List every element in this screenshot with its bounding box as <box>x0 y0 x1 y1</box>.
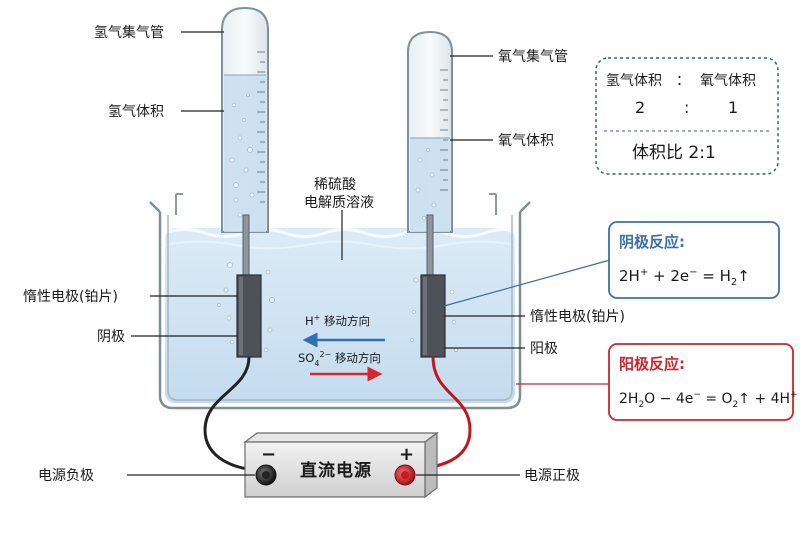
hydrogen-gas-level <box>224 75 266 232</box>
anode-equation: 2H2O − 4e− = O2↑ + 4H+ <box>619 390 798 410</box>
cathode-electrode <box>236 214 262 358</box>
cathode-leader <box>443 259 611 307</box>
ratio-summary: 体积比 2:1 <box>632 143 716 163</box>
label-ps-positive: 电源正极 <box>524 468 580 484</box>
ratio-colon: ： <box>676 73 690 89</box>
label-o2-tube: 氧气集气管 <box>498 48 568 65</box>
anode-box-title: 阳极反应: <box>619 355 685 373</box>
ratio-h2-label: 氢气体积 <box>606 73 662 89</box>
plus-sign: + <box>399 444 414 465</box>
label-inert-electrode-right: 惰性电极(铂片) <box>530 309 625 325</box>
ratio-colon-2: : <box>684 98 689 117</box>
cathode-equation: 2H+ + 2e− = H2↑ <box>619 267 750 288</box>
label-h2-tube: 氢气集气管 <box>94 24 164 41</box>
h-ion-label: H+ 移动方向 <box>305 313 370 328</box>
label-electrolyte-1: 稀硫酸 <box>314 177 356 193</box>
label-electrolyte-2: 电解质溶液 <box>304 195 374 211</box>
cathode-box-title: 阴极反应: <box>619 233 685 251</box>
minus-sign: − <box>261 444 276 465</box>
leader-lines <box>127 31 525 476</box>
ratio-o2-value: 1 <box>728 98 738 117</box>
volume-ratio-box: 氢气体积 ： 氧气体积 2 : 1 体积比 2:1 <box>595 57 779 175</box>
label-ps-negative: 电源负极 <box>38 468 94 484</box>
label-cathode: 阴极 <box>97 329 125 345</box>
label-h2-volume: 氢气体积 <box>108 104 164 120</box>
gas-bubbles <box>216 262 458 353</box>
beaker <box>149 193 531 410</box>
power-supply-label: 直流电源 <box>300 460 372 481</box>
label-anode: 阳极 <box>530 341 558 357</box>
anode-reaction-box: 阳极反应: 2H2O − 4e− = O2↑ + 4H+ <box>608 343 798 421</box>
ratio-h2-value: 2 <box>635 98 645 117</box>
label-inert-electrode-left: 惰性电极(铂片) <box>23 289 118 305</box>
anode-electrode <box>420 214 446 358</box>
so4-ion-label: SO42− 移动方向 <box>298 350 381 368</box>
hydrogen-tube <box>221 6 269 233</box>
label-o2-volume: 氧气体积 <box>498 133 554 149</box>
ratio-o2-label: 氧气体积 <box>700 73 756 89</box>
negative-wire <box>203 356 263 472</box>
power-supply: − + 直流电源 <box>243 431 439 499</box>
cathode-reaction-box: 阴极反应: 2H+ + 2e− = H2↑ <box>608 221 780 299</box>
oxygen-tube <box>407 30 453 233</box>
